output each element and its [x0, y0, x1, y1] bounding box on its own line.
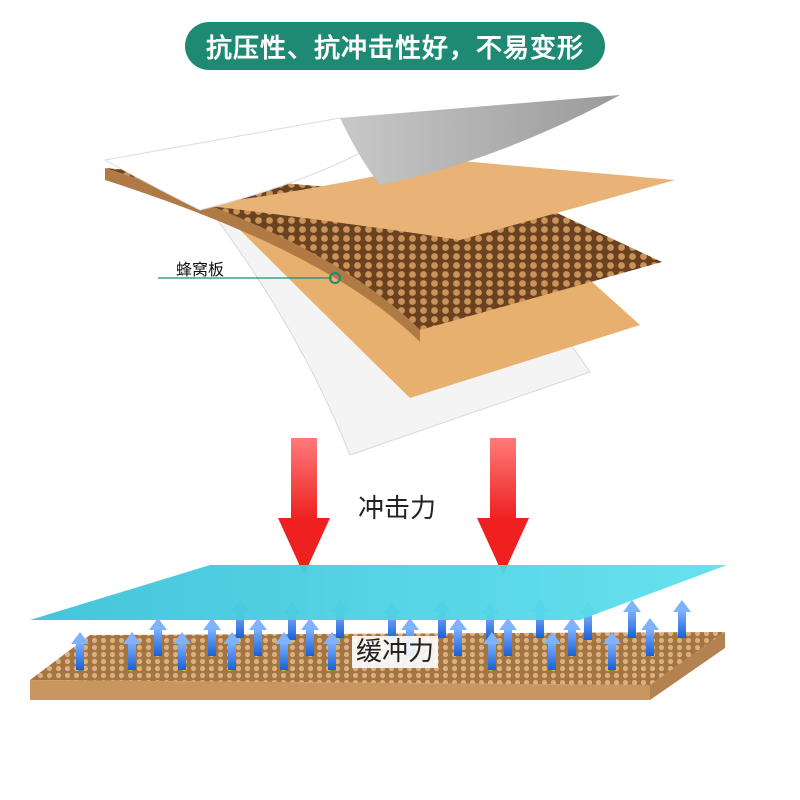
- impact-arrow-icon: [278, 438, 330, 575]
- top-kraft-sheet: [200, 160, 675, 240]
- impact-force-label: 冲击力: [358, 494, 437, 524]
- impact-arrow-icon: [477, 438, 529, 575]
- buffer-force-label: 缓冲力: [352, 636, 439, 668]
- impact-panel: [30, 565, 727, 620]
- callout-dot-icon: [329, 272, 341, 284]
- title-banner: 抗压性、抗冲击性好，不易变形: [185, 22, 605, 70]
- honeycomb-slab-side: [30, 680, 650, 700]
- honeycomb-callout-label: 蜂窝板: [176, 260, 225, 279]
- title-text: 抗压性、抗冲击性好，不易变形: [205, 33, 584, 64]
- top-liner-sheet: [103, 117, 371, 211]
